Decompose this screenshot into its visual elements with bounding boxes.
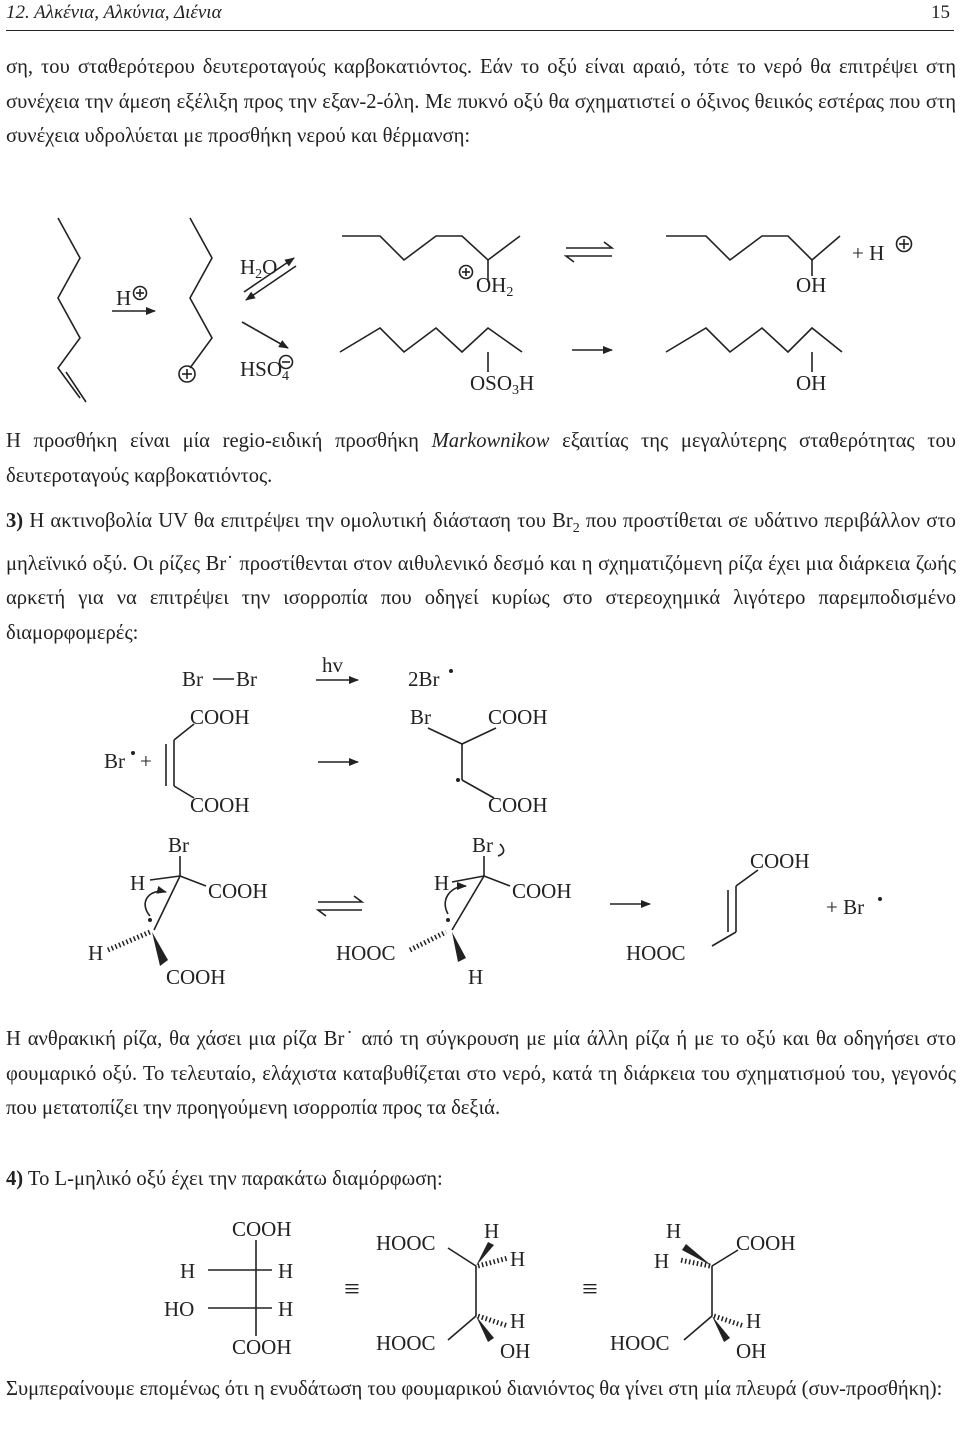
hydroxyl-label: HO <box>164 1297 194 1321</box>
hydrogen-label: H <box>746 1309 761 1333</box>
bromine-atom-label: Br <box>472 833 493 857</box>
carboxyl-label: COOH <box>512 879 572 903</box>
hydrogen-label: H <box>88 941 103 965</box>
reaction-arrow <box>241 321 289 349</box>
bromine-radical-product: + Br <box>826 895 864 919</box>
bromine-radical-label: 2Br <box>408 667 440 691</box>
header-rule <box>6 30 954 31</box>
hexanol-chain <box>666 235 841 262</box>
paragraph-markovnikov: Η προσθήκη είναι μία regio-ειδική προσθή… <box>6 430 956 487</box>
equivalence-sign: ≡ <box>344 1274 360 1305</box>
hydrogen-label: H <box>278 1259 293 1283</box>
carboxyl-label: COOH <box>190 705 250 729</box>
hydroxyl-label: OH <box>736 1339 766 1363</box>
carboxyl-label: COOH <box>488 793 548 817</box>
bromine-atom-label: Br <box>168 833 189 857</box>
carboxyl-label: COOH <box>190 793 250 817</box>
cation-charge-icon <box>178 365 196 383</box>
paragraph-radical-addition: 3) Η ακτινοβολία UV θα επιτρέψει την ομο… <box>6 510 956 644</box>
carboxyl-label: HOOC <box>376 1331 436 1355</box>
hexene-double-bond <box>65 371 87 403</box>
paragraph-conclusion: Συμπεραίνουμε επομένως ότι η ενυδάτωση τ… <box>6 1378 943 1400</box>
hydrogen-label: H <box>180 1259 195 1283</box>
scheme-bromine-radical: Br Br hv 2Br Br + COOH COOH Br COOH COOH… <box>88 653 882 989</box>
equilibrium-arrow <box>243 257 295 293</box>
bromine-atom-label: Br <box>236 667 257 691</box>
hydrogen-label: H <box>130 871 145 895</box>
scheme-malic-acid-projections: COOH H H HO H COOH ≡ HOOC H H HOOC H OH … <box>164 1217 796 1363</box>
oxonium-label: OH2 <box>476 273 513 300</box>
bromine-atom-label: Br <box>410 705 431 729</box>
hydrogen-label: H <box>510 1309 525 1333</box>
sulfate-ester-chain <box>339 326 523 354</box>
hydrogen-label: H <box>510 1247 525 1271</box>
equilibrium-harpoons <box>566 241 615 249</box>
carboxyl-label: COOH <box>750 849 810 873</box>
carboxyl-label: COOH <box>232 1335 292 1359</box>
sulfate-ester-label: OSO3H <box>470 371 534 398</box>
paragraph-malic: 4) Το L-μηλικό οξύ έχει την παρακάτω δια… <box>6 1168 443 1190</box>
page-number: 15 <box>931 2 950 23</box>
proton-product-label: + H <box>852 241 884 265</box>
carbocation-chain <box>189 217 213 369</box>
hydrogen-label: H <box>278 1297 293 1321</box>
carboxyl-label: COOH <box>736 1231 796 1255</box>
equilibrium-harpoons <box>318 895 365 903</box>
hydroxyl-label: OH <box>796 273 826 297</box>
oxonium-chain <box>342 235 521 262</box>
hydrogen-label: H <box>666 1219 681 1243</box>
paragraph-hydration-intro: ση, του σταθερότερου δευτεροταγούς καρβο… <box>6 56 956 148</box>
cation-charge-icon <box>132 285 148 301</box>
page-header: 12. Αλκένια, Αλκύνια, Διένια 15 <box>0 0 960 31</box>
bisulfate-label: HSO4 <box>240 357 289 384</box>
carboxyl-label: COOH <box>166 965 226 989</box>
carboxyl-label: HOOC <box>336 941 396 965</box>
cation-charge-icon <box>895 235 913 253</box>
hydrogen-label: H <box>434 871 449 895</box>
equivalence-sign: ≡ <box>582 1274 598 1305</box>
paragraph-fumaric: Η ανθρακική ρίζα, θα χάσει μια ρίζα Br˙ … <box>6 1028 956 1120</box>
anion-charge-icon <box>278 354 294 370</box>
chapter-title: 12. Αλκένια, Αλκύνια, Διένια <box>6 2 222 23</box>
hydrogen-label: H <box>468 965 483 989</box>
bromine-radical-label: Br <box>104 749 125 773</box>
carboxyl-label: COOH <box>488 705 548 729</box>
carboxyl-label: HOOC <box>610 1331 670 1355</box>
equilibrium-arrow <box>245 265 297 301</box>
scheme-hexene-hydration: H H2O HSO4 OH2 OH + H OSO3H OH <box>57 217 913 403</box>
cation-charge-icon <box>458 264 474 280</box>
bromine-atom-label: Br <box>182 667 203 691</box>
water-label: H2O <box>240 255 277 282</box>
hv-label: hv <box>322 653 344 677</box>
hydrogen-label: H <box>654 1249 669 1273</box>
hexanol-chain <box>665 326 843 354</box>
hydroxyl-label: OH <box>796 371 826 395</box>
carboxyl-label: HOOC <box>376 1231 436 1255</box>
plus-sign: + <box>140 749 152 773</box>
hydrogen-label: H <box>484 1219 499 1243</box>
carboxyl-label: COOH <box>208 879 268 903</box>
proton-label: H <box>116 286 131 310</box>
hydroxyl-label: OH <box>500 1339 530 1363</box>
carboxyl-label: COOH <box>232 1217 292 1241</box>
carboxyl-label: HOOC <box>626 941 686 965</box>
hexene-chain <box>57 217 81 399</box>
